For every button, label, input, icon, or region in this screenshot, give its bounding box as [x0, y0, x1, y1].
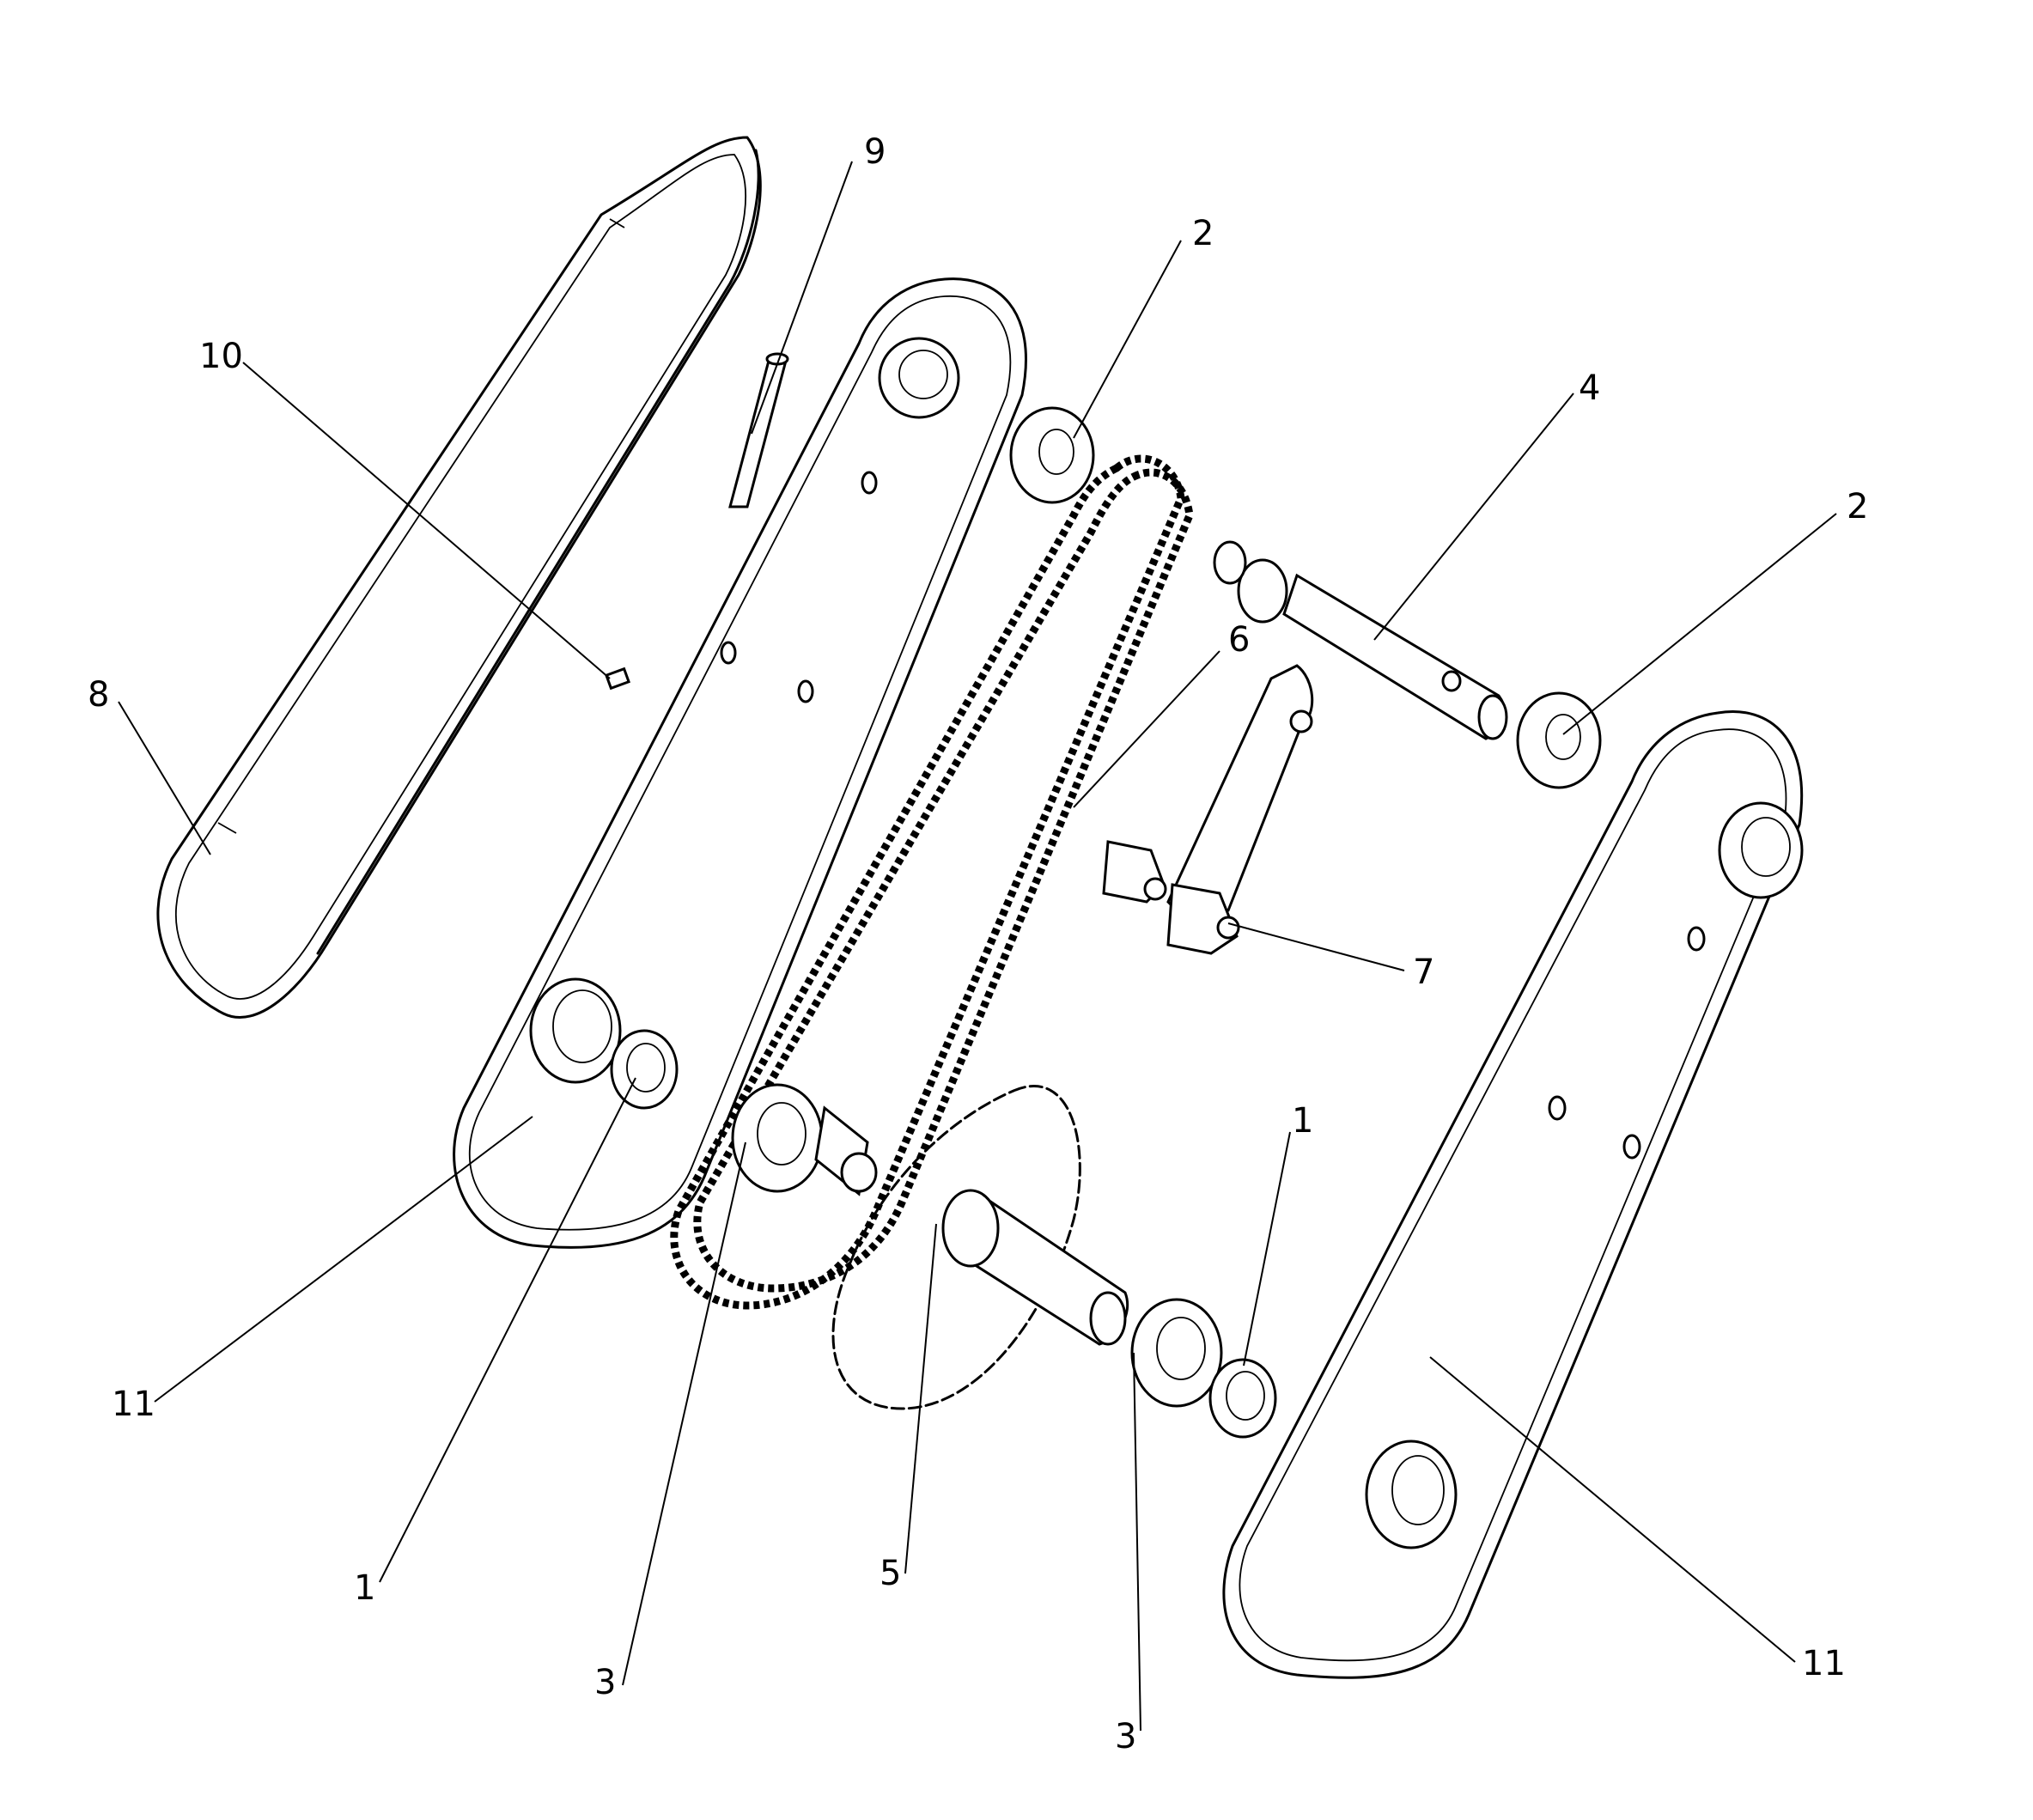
callout-2-right: 2 — [1847, 487, 1868, 527]
callout-11-right: 11 — [1802, 1644, 1846, 1683]
callout-10: 10 — [199, 337, 243, 376]
shaft-part-4 — [1213, 540, 1508, 740]
callout-labels: 9 2 10 4 2 8 6 7 1 11 1 3 5 3 11 — [88, 132, 1868, 1756]
callout-5: 5 — [880, 1554, 901, 1593]
callout-1-left: 1 — [354, 1568, 375, 1608]
washer-part-1-left — [610, 1029, 679, 1110]
callout-3-right: 3 — [1115, 1717, 1136, 1756]
callout-2-upper: 2 — [1192, 214, 1214, 253]
callout-1-right: 1 — [1292, 1101, 1313, 1141]
bearing-part-2-right — [1516, 691, 1602, 789]
washer-part-1-right — [1208, 1358, 1277, 1439]
callout-7: 7 — [1413, 953, 1434, 992]
belt-part-8 — [156, 136, 762, 1019]
callout-8: 8 — [88, 675, 109, 715]
bearing-part-3-left — [731, 1083, 824, 1193]
callout-4: 4 — [1579, 368, 1600, 408]
bearing-part-2-upper — [1009, 406, 1095, 504]
key-part-10 — [605, 667, 630, 691]
tensioner-arm-part-7 — [1102, 664, 1314, 955]
guard-plate-right-part-11 — [1222, 710, 1804, 1679]
leader-lines — [118, 161, 1837, 1732]
pin-part-9 — [728, 352, 789, 508]
callout-3-left: 3 — [594, 1663, 616, 1702]
sprocket-shaft-part-5 — [814, 1085, 1129, 1410]
guard-plate-left-part-11 — [453, 277, 1027, 1249]
bearing-part-3-right — [1130, 1298, 1223, 1408]
callout-6: 6 — [1228, 620, 1250, 660]
callout-9: 9 — [864, 132, 886, 172]
roller-chain-part-6 — [670, 454, 1194, 1310]
callout-11-left: 11 — [112, 1385, 155, 1424]
